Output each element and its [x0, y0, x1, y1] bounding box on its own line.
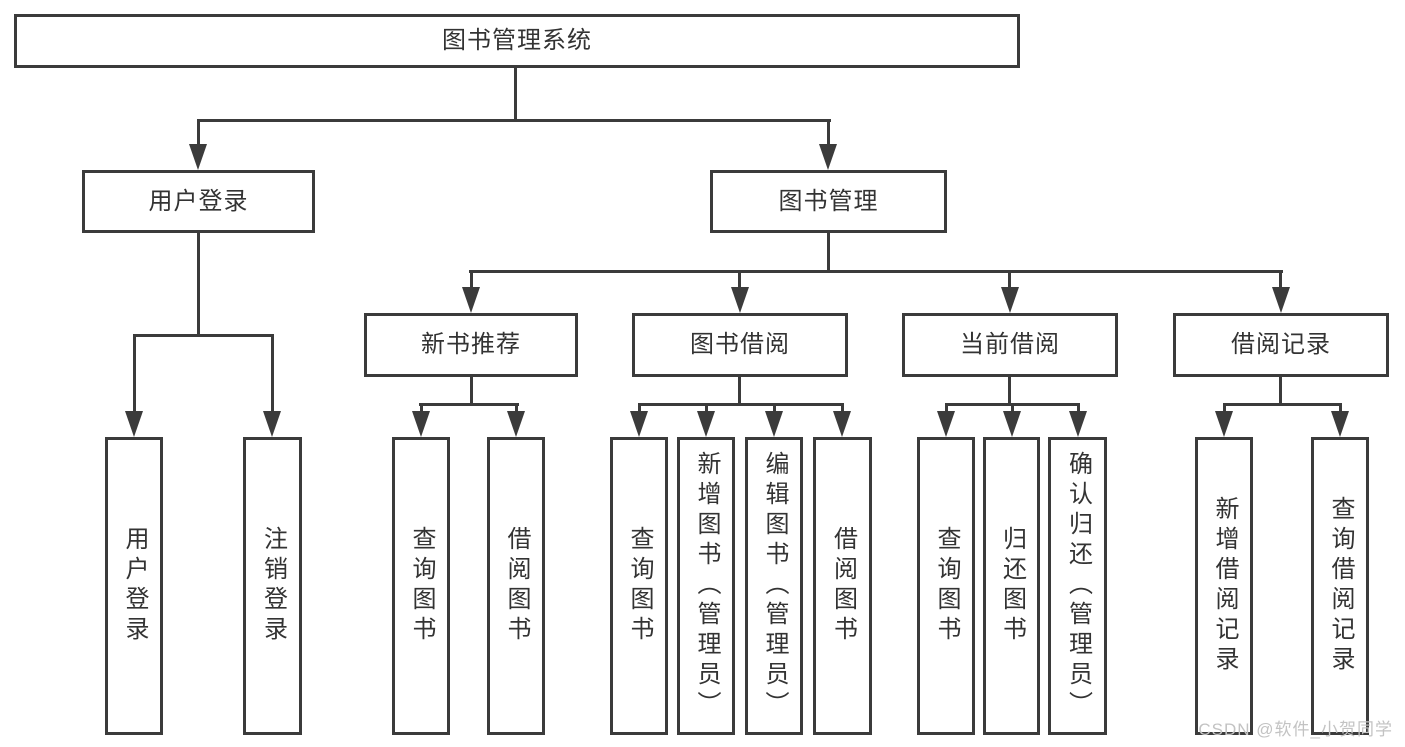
arrowhead-down-icon	[462, 287, 480, 313]
arrowhead-down-icon	[731, 287, 749, 313]
node-add-borrow-record-label: 新增借阅记录	[1211, 496, 1238, 676]
node-add-book-admin-label: 新增图书（管理员）	[693, 451, 720, 721]
connector-line	[470, 270, 473, 292]
node-book-management: 图书管理	[710, 170, 947, 233]
connector-line	[1008, 270, 1011, 292]
node-user-login-label: 用户登录	[148, 187, 249, 215]
node-edit-book-admin: 编辑图书（管理员）	[745, 437, 803, 735]
arrowhead-down-icon	[1331, 411, 1349, 437]
arrowhead-down-icon	[263, 411, 281, 437]
node-current-query-book-label: 查询图书	[933, 526, 960, 646]
connector-line	[738, 377, 741, 406]
connector-line	[945, 403, 948, 415]
node-new-book-recommend-label: 新书推荐	[421, 331, 521, 358]
node-confirm-return-admin-label: 确认归还（管理员）	[1064, 451, 1092, 721]
node-borrow-book: 借阅图书	[813, 437, 872, 735]
connector-line	[1011, 403, 1014, 415]
node-recommend-query-book-label: 查询图书	[408, 526, 435, 646]
connector-line	[470, 377, 473, 406]
arrowhead-down-icon	[1003, 411, 1021, 437]
connector-line	[638, 403, 844, 406]
node-edit-book-admin-label: 编辑图书（管理员）	[761, 451, 788, 721]
connector-line	[1279, 377, 1282, 406]
connector-line	[419, 403, 519, 406]
arrowhead-down-icon	[507, 411, 525, 437]
node-user-login-action: 用户登录	[105, 437, 163, 735]
connector-line	[1008, 377, 1011, 406]
connector-line	[133, 334, 274, 337]
connector-line	[515, 403, 518, 415]
node-root: 图书管理系统	[14, 14, 1020, 68]
node-book-borrow: 图书借阅	[632, 313, 848, 377]
arrowhead-down-icon	[1215, 411, 1233, 437]
node-user-login-action-label: 用户登录	[121, 526, 148, 646]
arrowhead-down-icon	[937, 411, 955, 437]
connector-line	[738, 270, 741, 292]
node-query-borrow-record: 查询借阅记录	[1311, 437, 1369, 735]
node-borrow-record-label: 借阅记录	[1231, 331, 1331, 358]
node-book-management-label: 图书管理	[778, 187, 879, 215]
node-book-borrow-label: 图书借阅	[690, 331, 790, 358]
arrowhead-down-icon	[1001, 287, 1019, 313]
arrowhead-down-icon	[765, 411, 783, 437]
node-current-query-book: 查询图书	[917, 437, 975, 735]
node-borrow-record: 借阅记录	[1173, 313, 1389, 377]
connector-line	[197, 233, 200, 336]
node-confirm-return-admin: 确认归还（管理员）	[1048, 437, 1107, 735]
connector-line	[514, 68, 517, 121]
node-borrow-query-book-label: 查询图书	[626, 526, 653, 646]
connector-line	[197, 119, 200, 150]
connector-line	[1077, 403, 1080, 415]
arrowhead-down-icon	[125, 411, 143, 437]
node-current-borrow-label: 当前借阅	[960, 331, 1060, 358]
node-recommend-borrow-book-label: 借阅图书	[503, 526, 530, 646]
node-new-book-recommend: 新书推荐	[364, 313, 578, 377]
connector-line	[705, 403, 708, 415]
connector-line	[469, 270, 1283, 273]
arrowhead-down-icon	[833, 411, 851, 437]
connector-line	[827, 119, 830, 150]
node-logout-label: 注销登录	[259, 526, 287, 646]
arrowhead-down-icon	[630, 411, 648, 437]
connector-line	[271, 334, 274, 414]
node-return-book: 归还图书	[983, 437, 1040, 735]
arrowhead-down-icon	[1272, 287, 1290, 313]
connector-line	[1223, 403, 1226, 415]
arrowhead-down-icon	[189, 144, 207, 170]
connector-line	[420, 403, 423, 415]
arrowhead-down-icon	[1069, 411, 1087, 437]
node-current-borrow: 当前借阅	[902, 313, 1118, 377]
node-query-borrow-record-label: 查询借阅记录	[1327, 496, 1354, 676]
connector-line	[773, 403, 776, 415]
node-recommend-borrow-book: 借阅图书	[487, 437, 545, 735]
connector-line	[827, 233, 830, 272]
connector-line	[197, 119, 831, 122]
connector-line	[1339, 403, 1342, 415]
node-logout: 注销登录	[243, 437, 302, 735]
connector-line	[1223, 403, 1342, 406]
connector-line	[1279, 270, 1282, 292]
arrowhead-down-icon	[697, 411, 715, 437]
node-user-login: 用户登录	[82, 170, 315, 233]
node-return-book-label: 归还图书	[998, 526, 1026, 646]
node-add-book-admin: 新增图书（管理员）	[677, 437, 735, 735]
node-borrow-query-book: 查询图书	[610, 437, 668, 735]
arrowhead-down-icon	[819, 144, 837, 170]
connector-line	[638, 403, 641, 415]
node-recommend-query-book: 查询图书	[392, 437, 450, 735]
node-add-borrow-record: 新增借阅记录	[1195, 437, 1253, 735]
connector-line	[133, 334, 136, 414]
watermark: CSDN @软件_小贺同学	[1198, 720, 1393, 739]
node-root-label: 图书管理系统	[442, 27, 592, 54]
connector-line	[841, 403, 844, 415]
arrowhead-down-icon	[412, 411, 430, 437]
node-borrow-book-label: 借阅图书	[829, 526, 857, 646]
